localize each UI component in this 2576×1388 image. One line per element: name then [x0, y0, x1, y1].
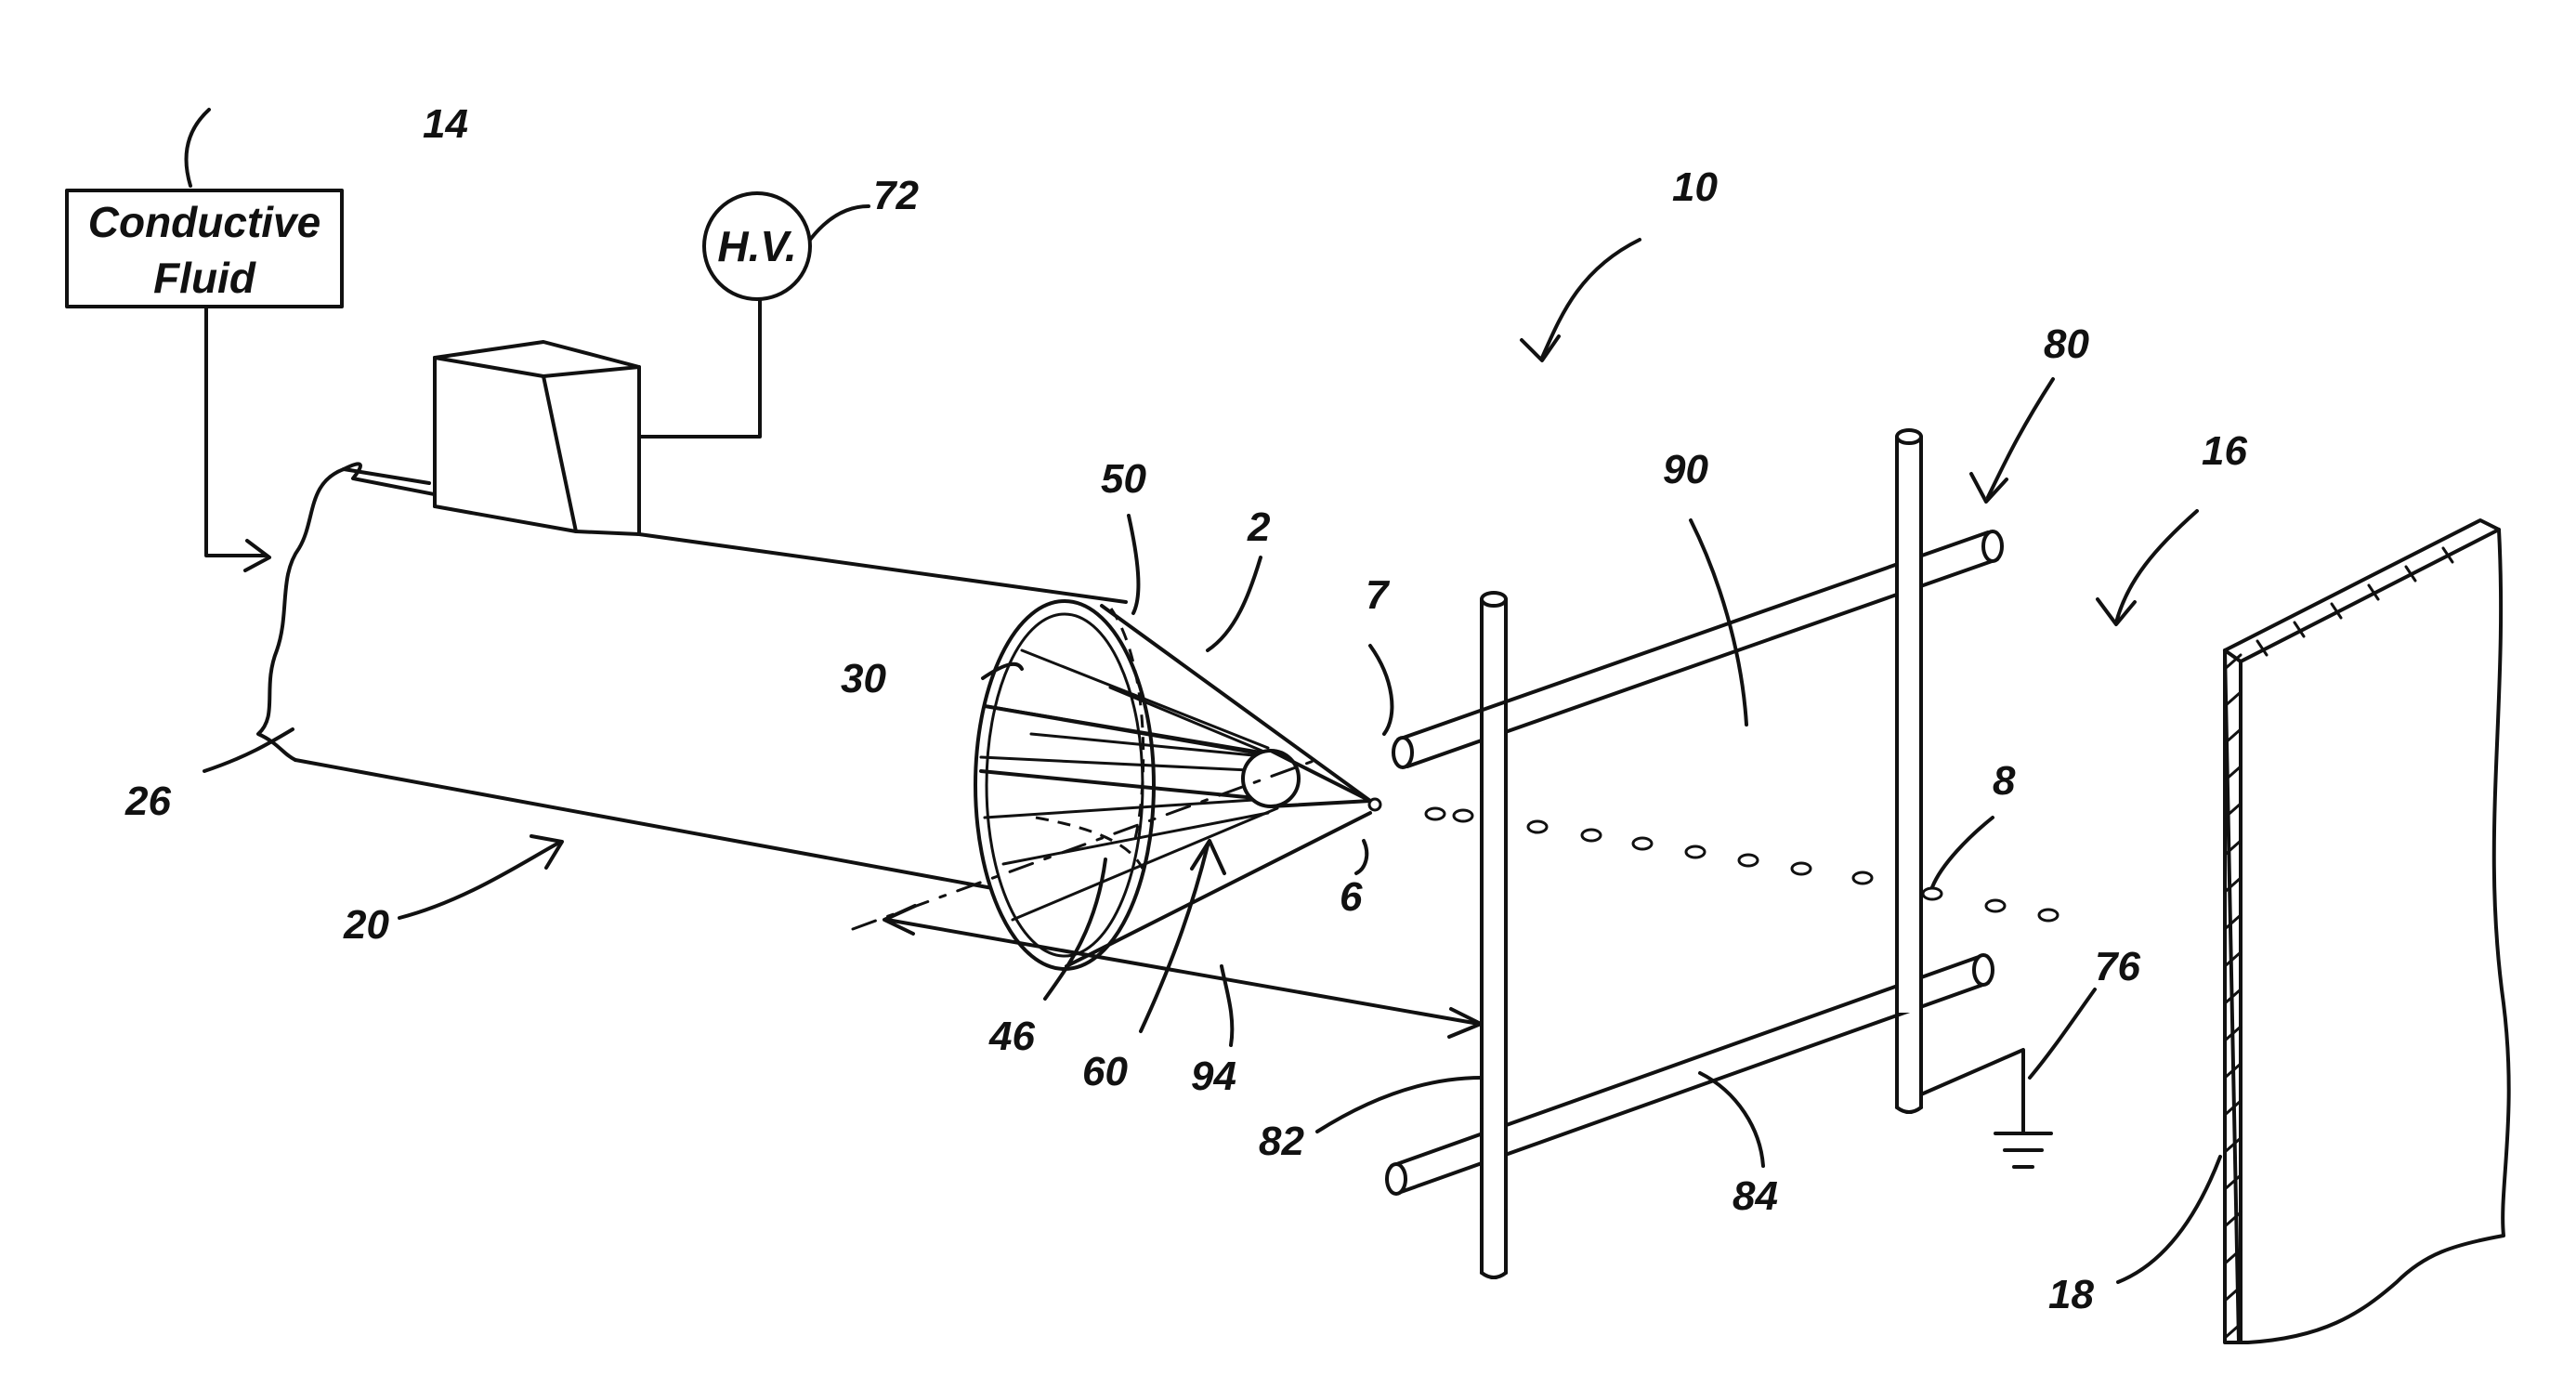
leader-18 — [2118, 1157, 2220, 1282]
body-broken-end — [258, 469, 344, 760]
leader-76 — [2030, 989, 2095, 1078]
leader-20 — [399, 844, 557, 918]
ref-84: 84 — [1733, 1173, 1778, 1219]
hv-source: H.V. — [704, 193, 810, 299]
cone-assembly — [975, 601, 1380, 969]
box-text-line2: Fluid — [153, 254, 256, 302]
ref-90: 90 — [1663, 447, 1708, 492]
leader-84 — [1700, 1073, 1763, 1166]
ref-76: 76 — [2095, 944, 2140, 989]
ref-82: 82 — [1259, 1119, 1304, 1164]
ref-20: 20 — [343, 902, 389, 948]
ref-14: 14 — [423, 101, 468, 147]
leader-50 — [1129, 516, 1138, 613]
ref-6: 6 — [1340, 874, 1363, 920]
ref-26: 26 — [124, 779, 171, 824]
leader-80 — [1988, 379, 2053, 497]
leader-90 — [1691, 520, 1746, 725]
droplet-stream — [1426, 808, 2058, 921]
leader-2 — [1208, 557, 1261, 650]
leader-16 — [2116, 511, 2197, 622]
ground-connection — [1921, 1050, 2051, 1167]
leader-72 — [810, 206, 869, 240]
body-bottom-edge — [295, 760, 1013, 892]
hv-label: H.V. — [717, 222, 796, 270]
ref-60: 60 — [1082, 1049, 1128, 1094]
ref-94: 94 — [1191, 1054, 1236, 1099]
ref-7: 7 — [1366, 572, 1391, 618]
leader-14 — [187, 110, 210, 186]
leader-7 — [1370, 646, 1392, 734]
ref-8: 8 — [1993, 758, 2016, 804]
box-text-line1: Conductive — [88, 198, 320, 246]
ref-18: 18 — [2048, 1272, 2094, 1317]
ref-46: 46 — [988, 1014, 1035, 1059]
conductive-fluid-box: Conductive Fluid — [67, 190, 342, 307]
target-plate — [2225, 520, 2509, 1342]
ref-2: 2 — [1247, 504, 1271, 550]
feed-line — [206, 307, 265, 556]
ref-16: 16 — [2202, 428, 2247, 474]
leader-60 — [1141, 845, 1208, 1031]
leader-82 — [1317, 1078, 1482, 1132]
ref-80: 80 — [2044, 321, 2089, 367]
ref-72: 72 — [873, 173, 919, 218]
ref-10: 10 — [1672, 164, 1718, 210]
hv-line — [639, 299, 760, 437]
ref-30: 30 — [841, 656, 886, 701]
housing-box — [435, 342, 639, 534]
leader-8 — [1932, 818, 1993, 887]
ref-50: 50 — [1101, 456, 1146, 502]
leader-6 — [1356, 841, 1366, 873]
